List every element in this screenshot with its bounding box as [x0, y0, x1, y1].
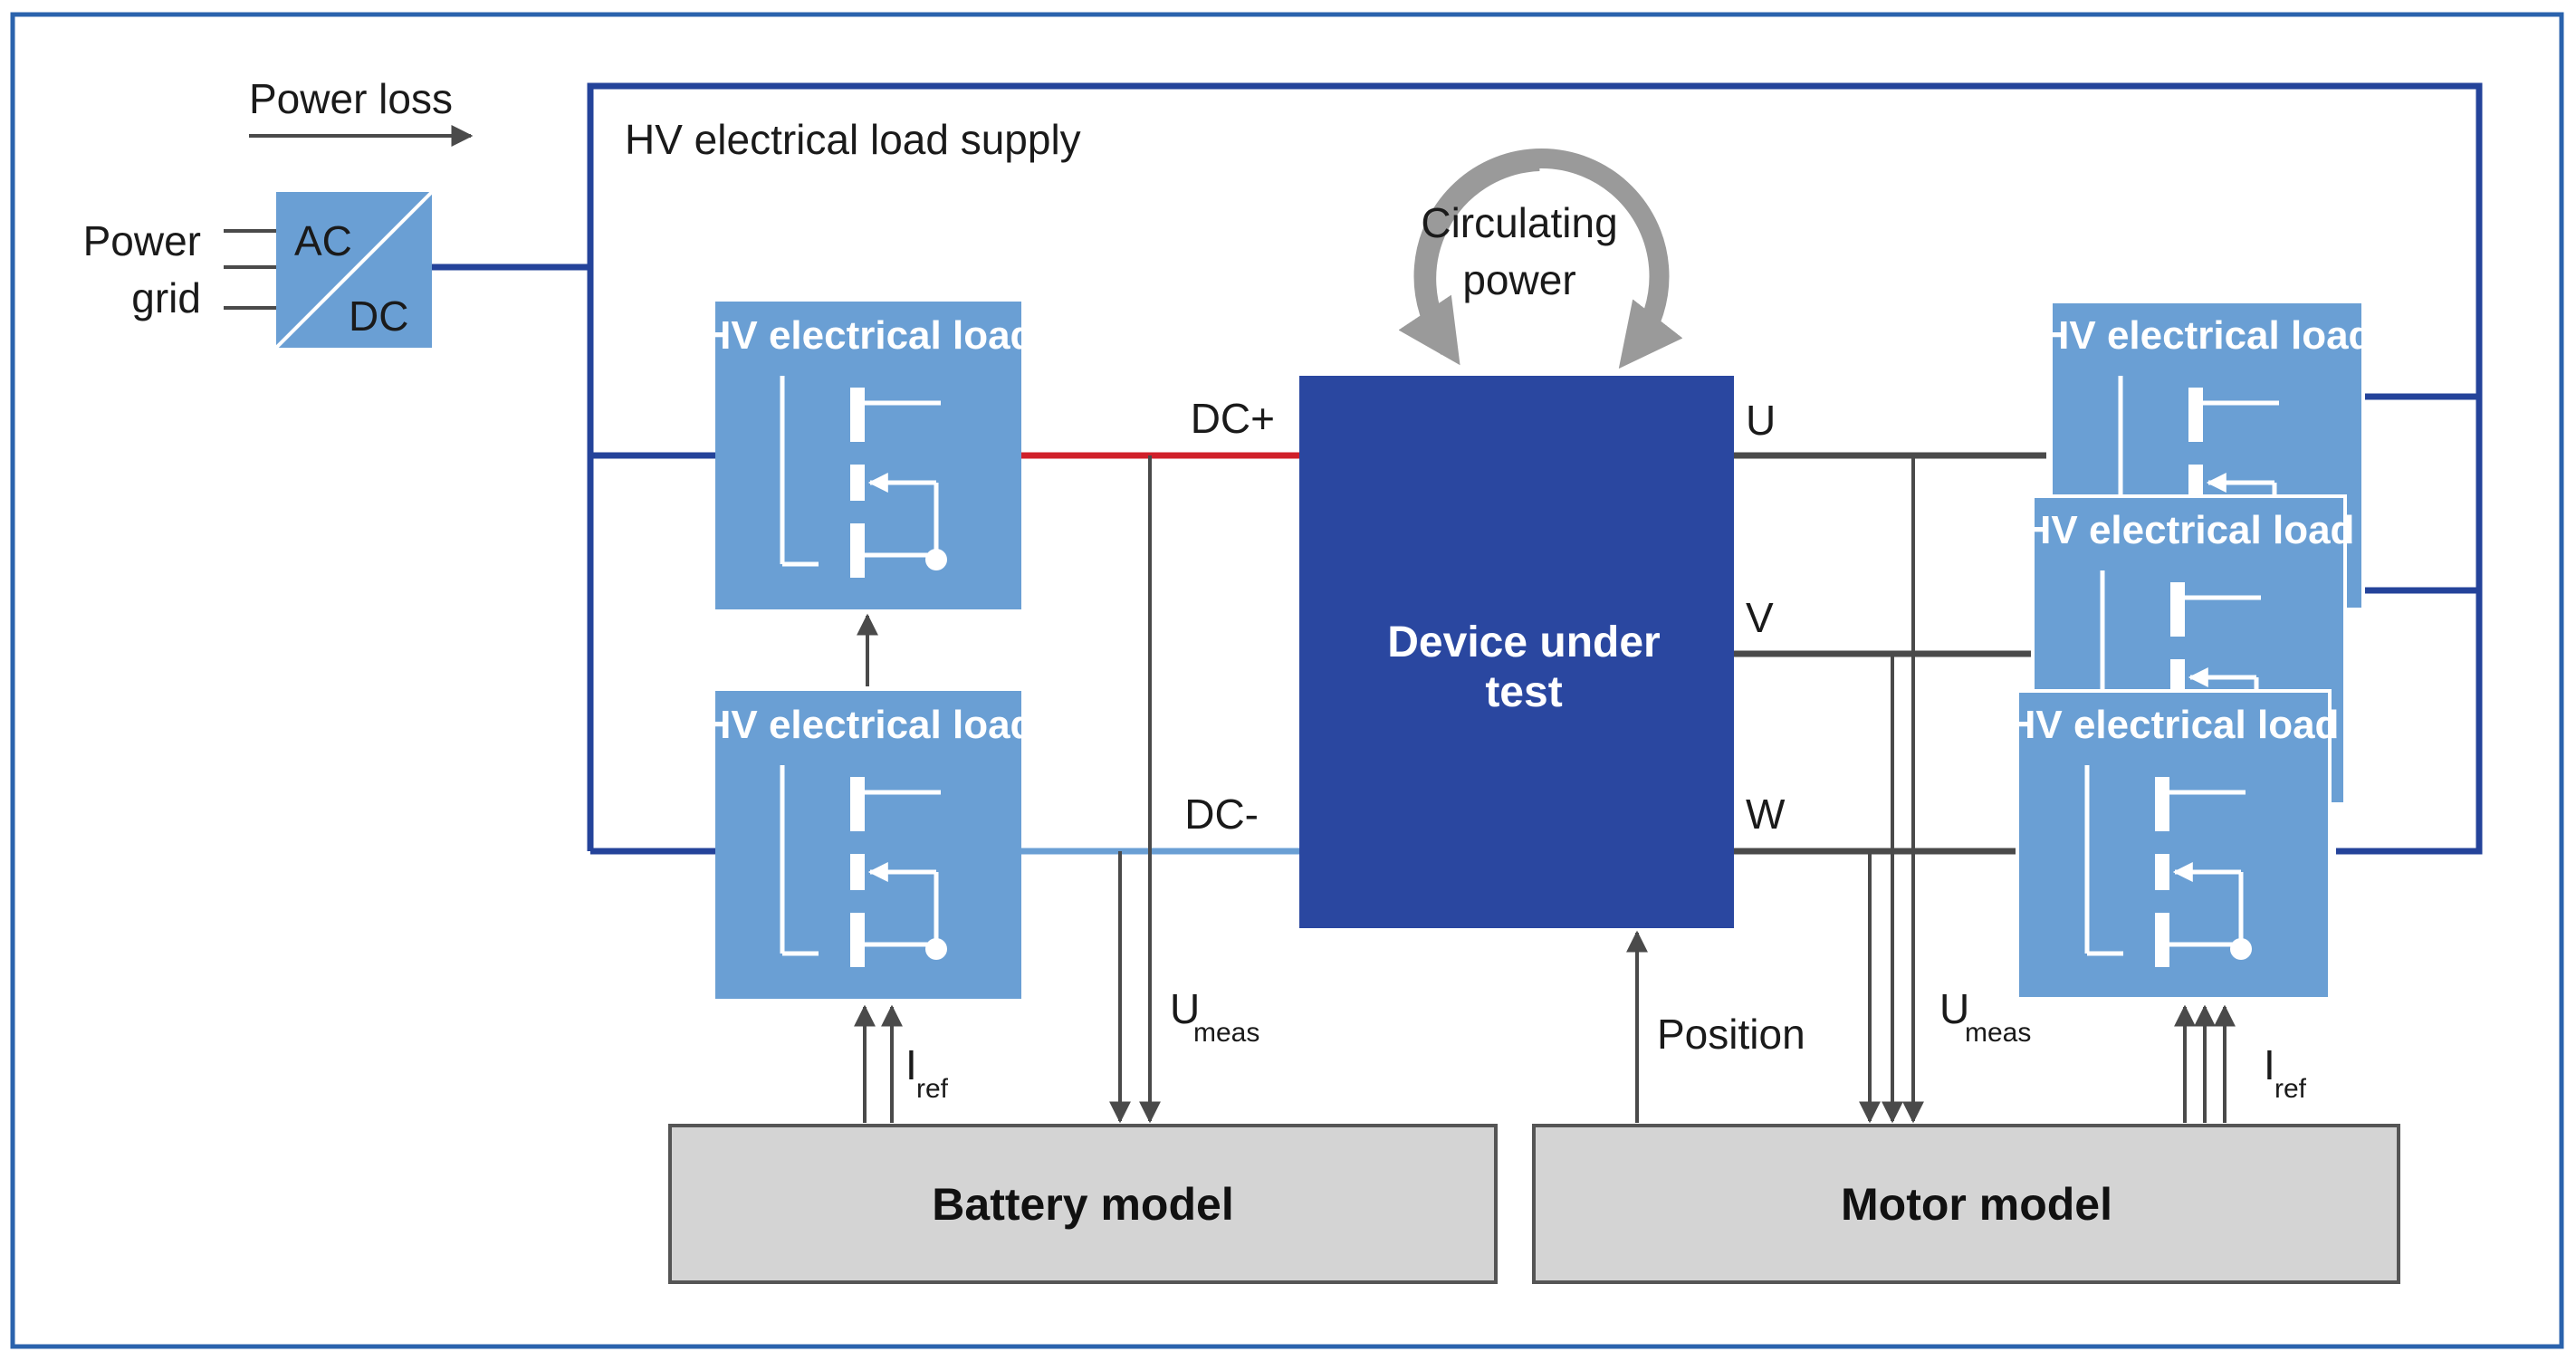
phase-lines — [1734, 452, 2046, 855]
position-label: Position — [1657, 1011, 1805, 1058]
motor-measurement-lines — [1626, 455, 2236, 1124]
svg-text:meas: meas — [1965, 1018, 2031, 1048]
svg-text:U: U — [1939, 985, 1969, 1032]
svg-text:I: I — [905, 1041, 917, 1088]
battery-model-box: Battery model — [668, 1124, 1498, 1284]
battery-iref-label: I ref — [905, 1041, 949, 1104]
circulating-label-1: Circulating — [1421, 199, 1617, 246]
power-grid-label-1: Power — [83, 217, 201, 264]
dut-label-1: Device under — [1387, 618, 1660, 666]
phase-u-label: U — [1746, 397, 1776, 444]
hv-load-box: HV electrical load — [703, 691, 1035, 999]
phase-w-label: W — [1746, 791, 1786, 838]
ac-label: AC — [294, 217, 352, 264]
battery-umeas-label: U meas — [1170, 985, 1259, 1048]
device-under-test — [1299, 376, 1734, 928]
svg-text:Motor model: Motor model — [1841, 1179, 2112, 1230]
svg-text:U: U — [1170, 985, 1200, 1032]
hv-supply-label: HV electrical load supply — [625, 116, 1081, 163]
svg-text:HV electrical load: HV electrical load — [2041, 313, 2373, 358]
hv-supply-bus — [432, 82, 2483, 855]
phase-v-label: V — [1746, 594, 1774, 641]
outer-frame — [10, 12, 2564, 1349]
svg-text:HV electrical load: HV electrical load — [703, 703, 1035, 747]
dc-label: DC — [349, 292, 408, 340]
svg-text:Battery model: Battery model — [932, 1179, 1233, 1230]
svg-text:HV electrical load: HV electrical load — [2007, 703, 2340, 747]
ac-dc-converter: AC DC — [274, 190, 434, 350]
svg-text:meas: meas — [1193, 1018, 1259, 1048]
dut-label-2: test — [1485, 668, 1562, 716]
svg-text:I: I — [2264, 1041, 2275, 1088]
svg-text:ref: ref — [2274, 1074, 2307, 1104]
power-grid-label-2: grid — [131, 274, 201, 321]
power-loss-label: Power loss — [249, 75, 453, 122]
motor-model-box: Motor model — [1532, 1124, 2400, 1284]
dc-plus-label: DC+ — [1191, 395, 1275, 442]
battery-measurement-lines — [854, 455, 1161, 1124]
svg-text:HV electrical load: HV electrical load — [2023, 508, 2355, 552]
grid-wires — [224, 229, 276, 310]
circulating-power-arrows — [1398, 149, 1683, 369]
dc-minus-label: DC- — [1184, 791, 1259, 838]
svg-text:ref: ref — [916, 1074, 949, 1104]
svg-text:HV electrical load: HV electrical load — [703, 313, 1035, 358]
motor-umeas-label: U meas — [1939, 985, 2031, 1048]
motor-iref-label: I ref — [2264, 1041, 2307, 1104]
hv-load-box: HV electrical load — [2007, 689, 2340, 1001]
hv-load-box: HV electrical load — [703, 302, 1035, 609]
circulating-label-2: power — [1462, 256, 1575, 303]
